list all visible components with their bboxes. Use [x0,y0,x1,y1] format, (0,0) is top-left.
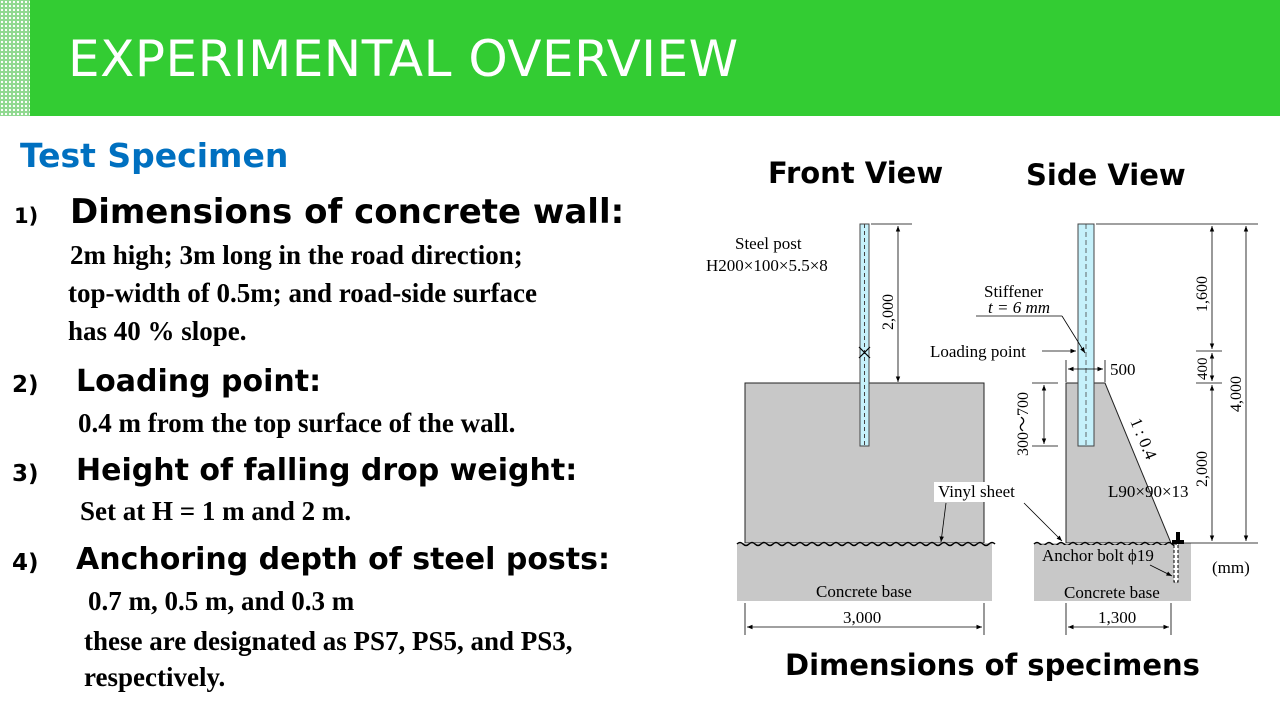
side-dim-1300: 1,300 [1098,608,1136,627]
front-view-title: Front View [768,156,944,190]
side-dim-500: 500 [1110,360,1136,379]
item-detail-2-line-1: 0.4 m from the top surface of the wall. [78,408,516,438]
side-base-label: Concrete base [1064,583,1160,602]
stiffener-label: Stiffener [984,282,1044,301]
item-number-2: 2) [12,372,39,398]
unit-label: (mm) [1212,558,1250,577]
steel-post-size-label: H200×100×5.5×8 [706,256,828,275]
side-dim-400: 400 [1195,358,1211,381]
front-base [737,543,992,601]
front-vinyl-sheet [736,541,996,547]
item-detail-3-line-1: Set at H = 1 m and 2 m. [80,496,352,526]
front-base-label: Concrete base [816,582,912,601]
side-view-title: Side View [1026,158,1186,192]
side-dim-300-700: 300～700 [1015,392,1032,456]
slide-title: EXPERIMENTAL OVERVIEW [68,30,739,88]
angle-steel-base [1172,540,1184,544]
item-detail-1-line-3: has 40 % slope. [68,316,247,346]
item-heading-3: Height of falling drop weight: [76,453,578,488]
loading-point-mark-b [858,346,871,359]
front-steel-post [859,223,870,447]
front-dim-2000: 2,000 [880,294,897,330]
anchor-bolt-label: Anchor bolt ϕ19 [1042,546,1154,565]
angle-steel [1176,532,1180,544]
item-detail-4-line-3: respectively. [84,662,226,692]
side-vinyl-sheet [1033,541,1179,547]
side-dim-2000: 2,000 [1194,451,1211,487]
item-detail-1-line-2: top-width of 0.5m; and road-side surface [68,278,538,308]
angle-steel-label: L90×90×13 [1108,482,1189,501]
item-detail-4-line-2: these are designated as PS7, PS5, and PS… [84,626,573,656]
item-number-3: 3) [12,461,39,487]
figure-caption: Dimensions of specimens [785,648,1200,682]
item-number-1: 1) [14,204,39,228]
side-dim-4000: 4,000 [1228,376,1245,412]
header-dot-pattern [0,0,30,116]
front-dim-3000: 3,000 [843,608,881,627]
header-bar: EXPERIMENTAL OVERVIEW [0,0,1280,116]
item-number-4: 4) [12,550,39,576]
stiffener-thickness-label: t = 6 mm [988,298,1050,317]
front-vinyl-sheet-label: Vinyl sheet [938,482,1015,501]
steel-post-label: Steel post [735,234,802,253]
section-title: Test Specimen [20,136,289,175]
item-detail-4-line-1: 0.7 m, 0.5 m, and 0.3 m [88,586,355,616]
item-detail-1-line-1: 2m high; 3m long in the road direction; [70,240,523,270]
item-heading-1: Dimensions of concrete wall: [70,192,625,232]
item-heading-2: Loading point: [76,364,322,399]
loading-point-label: Loading point [930,342,1026,361]
anchor-bolt [1173,543,1179,583]
item-heading-4: Anchoring depth of steel posts: [76,542,610,577]
side-dim-1600: 1,600 [1194,276,1211,312]
